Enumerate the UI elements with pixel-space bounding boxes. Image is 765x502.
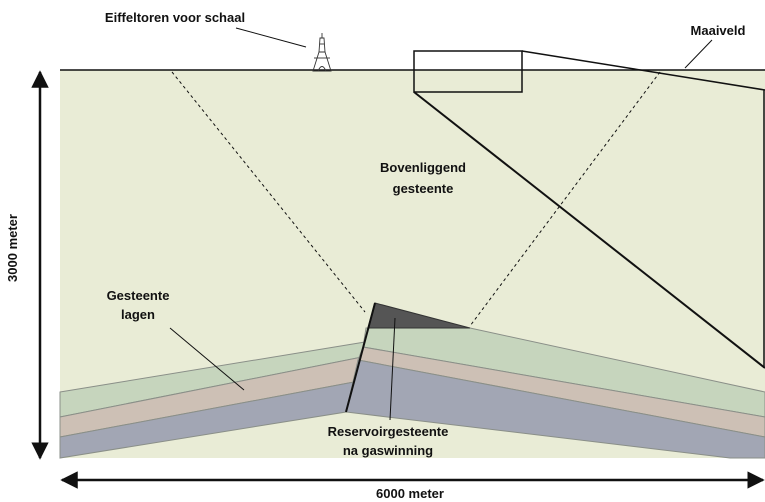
reservoir-label-line1: Reservoirgesteente [328, 424, 449, 439]
surface-label: Maaiveld [691, 23, 746, 38]
reservoir-leader [389, 317, 396, 421]
width-label: 6000 meter [376, 486, 444, 501]
layers-label-line1: Gesteente [107, 288, 170, 303]
reservoir-label-line2: na gaswinning [343, 443, 433, 458]
depth-label: 3000 meter [5, 214, 20, 282]
fault-line [345, 302, 376, 413]
eiffel-tower-icon [312, 33, 332, 72]
zoom-line-bottom [413, 91, 765, 369]
eiffel-label: Eiffeltoren voor schaal [105, 10, 245, 25]
surface-leader [684, 39, 713, 69]
zoom-box [413, 50, 523, 93]
layers-leader [169, 327, 245, 391]
zoom-line-top [521, 50, 765, 91]
overburden-label-line2: gesteente [393, 181, 454, 196]
layers-label-line2: lagen [121, 307, 155, 322]
overburden-label-line1: Bovenliggend [380, 160, 466, 175]
right-layer-middle [357, 346, 765, 438]
eiffel-leader [235, 27, 307, 48]
dashed-line-right [469, 71, 661, 327]
